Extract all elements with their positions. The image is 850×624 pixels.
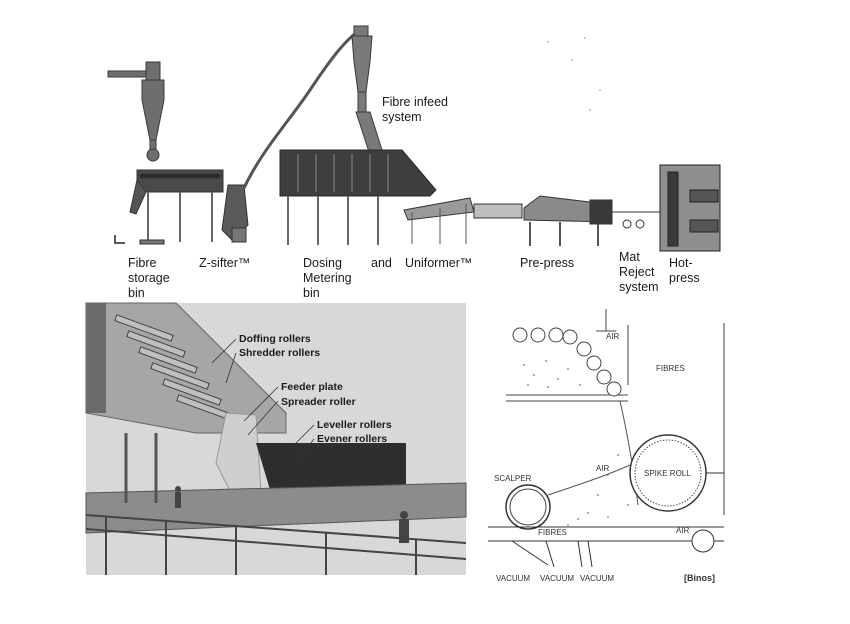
fibre-storage-bin [114,169,224,245]
label-dosing-metering-bin: Dosing Metering bin [303,256,352,300]
fibre-dots [523,360,629,526]
schematic-vacuum-1: VACUUM [496,574,530,583]
callout-doffing-rollers: Doffing rollers [239,333,311,345]
scalper [505,484,551,530]
schematic-source: [Binos] [684,573,715,583]
pre-press [473,195,613,246]
bottom-belt [488,526,724,568]
label-hot-press: Hot-press [669,256,700,285]
dosing-metering-bin [279,149,437,245]
worker-figure [175,486,409,543]
schematic-scalper: SCALPER [494,474,532,483]
schematic-fibres-bottom: FIBRES [538,528,567,537]
forming-station-render [85,302,467,575]
speckle-noise [547,37,601,111]
forming-schematic: AIR FIBRES AIR SPIKE ROLL SCALPER FIBRES… [488,309,725,583]
schematic-vacuum-2: VACUUM [540,574,574,583]
infeed-duct [242,28,361,189]
leveller-box [256,443,406,493]
callout-leaders [211,338,315,464]
schematic-air-mid: AIR [596,464,610,473]
label-fibre-storage-bin: Fibre storage bin [128,256,170,300]
schematic-vacuum-3: VACUUM [580,574,614,583]
doffing-roller-circles [512,327,622,397]
callout-spreader-roller: Spreader roller [281,396,356,408]
label-uniformer: Uniformer™ [405,256,473,270]
callout-shredder-rollers: Shredder rollers [239,347,321,359]
label-and: and [371,256,392,270]
callout-evener-rollers: Evener rollers [317,433,388,445]
schematic-fibres-top: FIBRES [656,364,685,373]
spike-roll [629,434,724,512]
label-pre-press: Pre-press [520,256,575,270]
schematic-spike-roll: SPIKE ROLL [644,469,691,478]
process-line-drawing [107,25,721,252]
callout-leveller-rollers: Leveller rollers [317,419,392,431]
storage-cyclone [107,61,165,162]
mat-reject [612,211,660,229]
callout-feeder-plate: Feeder plate [281,381,343,393]
infeed-cyclone [351,25,383,156]
schematic-air-right: AIR [676,526,690,535]
z-sifter [221,184,249,243]
uniformer [403,197,475,244]
label-mat-reject-system: Mat Reject system [619,250,659,294]
hot-press [659,164,721,252]
label-fibre-infeed-system: Fibre infeed system [382,95,449,124]
schematic-air-top: AIR [606,332,620,341]
label-z-sifter: Z-sifter™ [199,256,251,270]
doffing-roller-series [114,314,236,422]
